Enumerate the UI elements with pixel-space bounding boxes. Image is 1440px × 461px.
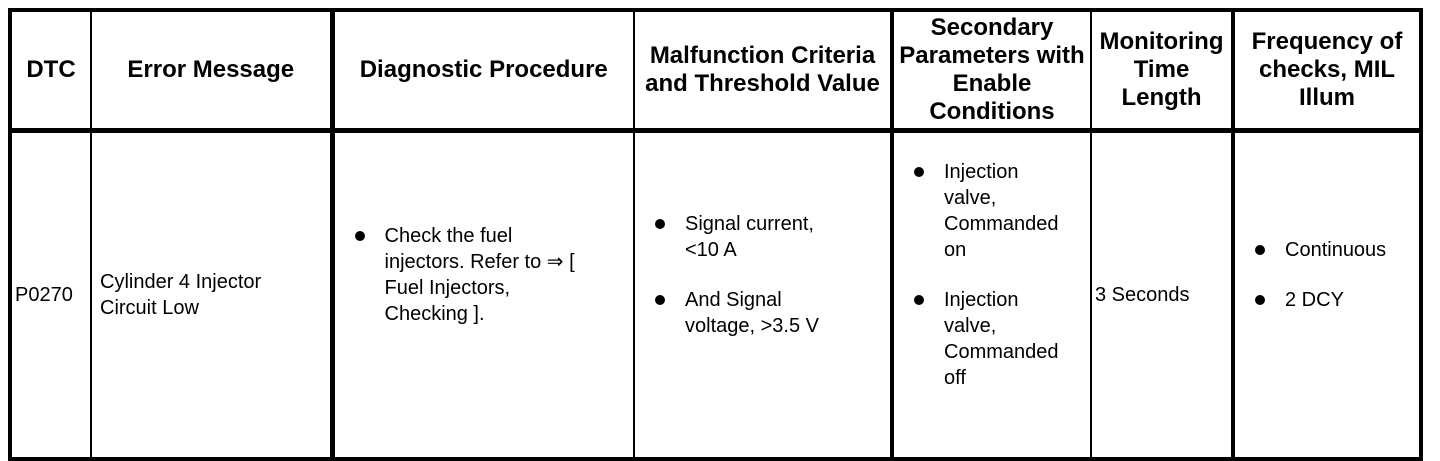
bullet-list-item: Continuous: [1255, 237, 1417, 263]
bullet-list-text: Continuous: [1285, 239, 1387, 261]
diagnostic-procedure-list: Check the fuel injectors. Refer to ⇒ [ F…: [335, 223, 634, 367]
cell-malfunction-criteria: Signal current, <10 A And Signal voltage,…: [634, 130, 894, 459]
column-header-monitoring-time: Monitoring Time Length: [1091, 10, 1235, 133]
header-row: DTC Error Message Diagnostic Procedure M…: [10, 10, 1421, 133]
frequency-of-checks-list: Continuous 2 DCY: [1235, 237, 1419, 353]
dtc-diagnostic-table: DTC Error Message Diagnostic Procedure M…: [8, 8, 1423, 461]
bullet-list-text: Signal current, <10 A: [685, 213, 814, 261]
cell-frequency-of-checks: Continuous 2 DCY: [1233, 131, 1421, 460]
bullet-icon: [655, 219, 665, 229]
bullet-list-text: Injection valve, Commanded off: [944, 289, 1059, 389]
malfunction-criteria-list: Signal current, <10 A And Signal voltage,…: [635, 211, 890, 379]
column-header-frequency-of-checks: Frequency of checks, MIL Illum: [1233, 10, 1421, 133]
bullet-list-item: And Signal voltage, >3.5 V: [655, 287, 888, 339]
cell-monitoring-time: 3 Seconds: [1091, 130, 1235, 459]
secondary-parameters-list: Injection valve, Commanded on Injection v…: [894, 159, 1090, 431]
bullet-icon: [1255, 245, 1265, 255]
column-header-error-message: Error Message: [91, 10, 335, 133]
bullet-icon: [354, 231, 365, 241]
bullet-list-text: 2 DCY: [1285, 289, 1344, 311]
column-header-dtc: DTC: [10, 10, 92, 133]
bullet-icon: [914, 167, 924, 177]
bullet-list-item: Injection valve, Commanded off: [914, 287, 1088, 391]
table-row-p0270: P0270 Cylinder 4 Injector Circuit Low Ch…: [10, 130, 1421, 460]
bullet-list-text: And Signal voltage, >3.5 V: [685, 289, 819, 337]
cell-error-message: Cylinder 4 Injector Circuit Low: [91, 130, 335, 459]
column-header-secondary-parameters: Secondary Parameters with Enable Conditi…: [892, 10, 1092, 133]
cell-secondary-parameters: Injection valve, Commanded on Injection v…: [892, 130, 1092, 459]
table-header: DTC Error Message Diagnostic Procedure M…: [10, 10, 1421, 133]
bullet-list-text: Check the fuel injectors. Refer to ⇒ [ F…: [384, 225, 575, 325]
cell-diagnostic-procedure: Check the fuel injectors. Refer to ⇒ [ F…: [332, 130, 635, 459]
bullet-list-item: Signal current, <10 A: [655, 211, 888, 263]
bullet-icon: [914, 295, 924, 305]
column-header-diagnostic-procedure: Diagnostic Procedure: [332, 10, 635, 133]
bullet-list-item: Check the fuel injectors. Refer to ⇒ [ F…: [354, 223, 632, 327]
bullet-list-item: Injection valve, Commanded on: [914, 159, 1088, 263]
bullet-icon: [1255, 295, 1265, 305]
bullet-icon: [655, 295, 665, 305]
column-header-malfunction-criteria: Malfunction Criteria and Threshold Value: [634, 10, 894, 133]
bullet-list-item: 2 DCY: [1255, 287, 1417, 313]
bullet-list-text: Injection valve, Commanded on: [944, 161, 1059, 261]
cell-dtc-code: P0270: [10, 130, 92, 459]
table-body: P0270 Cylinder 4 Injector Circuit Low Ch…: [10, 130, 1421, 460]
